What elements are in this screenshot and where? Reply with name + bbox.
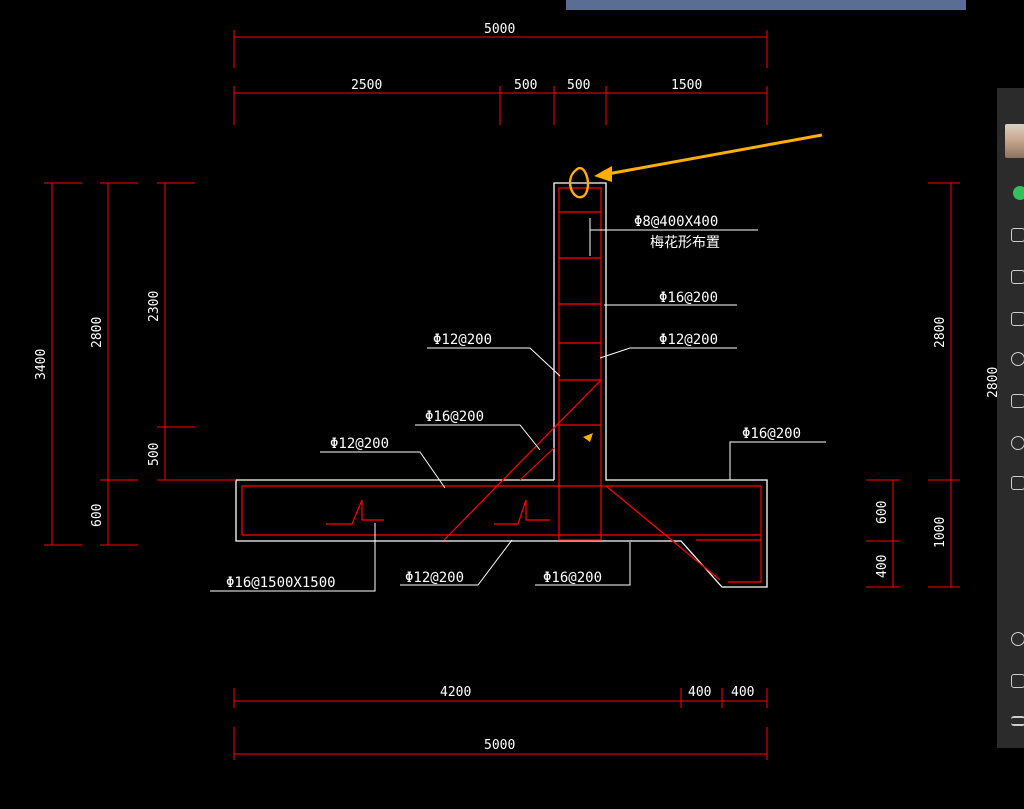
dim-left-mid-low: 500 xyxy=(147,443,162,466)
label-slab-top-right: Φ16@200 xyxy=(742,426,801,442)
rebar-lines xyxy=(241,187,762,583)
label-top-wall: Φ8@400X400 xyxy=(634,214,718,230)
dim-bottom-total: 5000 xyxy=(484,738,515,753)
leader-lines xyxy=(210,218,826,592)
gear-icon[interactable] xyxy=(1011,436,1024,450)
clock-icon[interactable] xyxy=(1011,632,1024,646)
menu-icon[interactable] xyxy=(1011,716,1024,726)
dim-right-low-c: 1000 xyxy=(933,517,948,548)
dim-right-low-b: 400 xyxy=(875,555,890,578)
label-haunch: Φ16@200 xyxy=(425,409,484,425)
label-slab-top-left: Φ12@200 xyxy=(330,436,389,452)
dim-top-seg-4: 1500 xyxy=(671,78,702,93)
chat-icon[interactable] xyxy=(1013,186,1024,200)
dim-top-total: 5000 xyxy=(484,22,515,37)
dim-top-seg-3: 500 xyxy=(567,78,590,93)
label-slab-bottom-mid: Φ12@200 xyxy=(405,570,464,586)
dim-bottom-seg-1: 4200 xyxy=(440,685,471,700)
send-icon[interactable] xyxy=(1011,394,1024,408)
camera-icon[interactable] xyxy=(1011,352,1024,366)
label-wall-right2: Φ12@200 xyxy=(659,332,718,348)
phone-icon[interactable] xyxy=(1011,674,1024,688)
annotation-marks xyxy=(568,133,823,442)
rebar-label-texts: Φ8@400X400 梅花形布置 Φ16@200 Φ12@200 Φ12@200… xyxy=(226,214,801,591)
dim-top-seg-1: 2500 xyxy=(351,78,382,93)
app-sidebar xyxy=(997,88,1024,748)
dim-bottom-seg-2: 400 xyxy=(688,685,711,700)
dim-right-outer: 2800 xyxy=(933,317,948,348)
dim-left-outer: 3400 xyxy=(34,349,49,380)
dimension-lines xyxy=(44,30,960,760)
label-slab-bottom-left: Φ16@1500X1500 xyxy=(226,575,336,591)
avatar[interactable] xyxy=(1005,124,1024,158)
dim-bottom-seg-3: 400 xyxy=(731,685,754,700)
user-icon[interactable] xyxy=(1011,228,1024,242)
dim-left-low: 600 xyxy=(90,504,105,527)
label-wall-left: Φ12@200 xyxy=(433,332,492,348)
window-title-bar xyxy=(566,0,966,10)
dim-left-middle: 2800 xyxy=(90,317,105,348)
cube-icon[interactable] xyxy=(1011,270,1024,284)
folder-icon[interactable] xyxy=(1011,312,1024,326)
label-top-wall-note: 梅花形布置 xyxy=(650,235,720,251)
sparkle-icon[interactable] xyxy=(1011,476,1024,490)
dimension-texts: 5000 2500 500 500 1500 4200 400 400 5000… xyxy=(34,22,1000,753)
dim-top-seg-2: 500 xyxy=(514,78,537,93)
label-slab-bottom-right: Φ16@200 xyxy=(543,570,602,586)
cad-drawing-canvas[interactable]: 5000 2500 500 500 1500 4200 400 400 5000… xyxy=(0,0,1000,809)
dim-right-low-a: 600 xyxy=(875,501,890,524)
dim-right-partial: 2800 xyxy=(986,367,1000,398)
label-wall-right: Φ16@200 xyxy=(659,290,718,306)
dim-left-upper: 2300 xyxy=(147,291,162,322)
